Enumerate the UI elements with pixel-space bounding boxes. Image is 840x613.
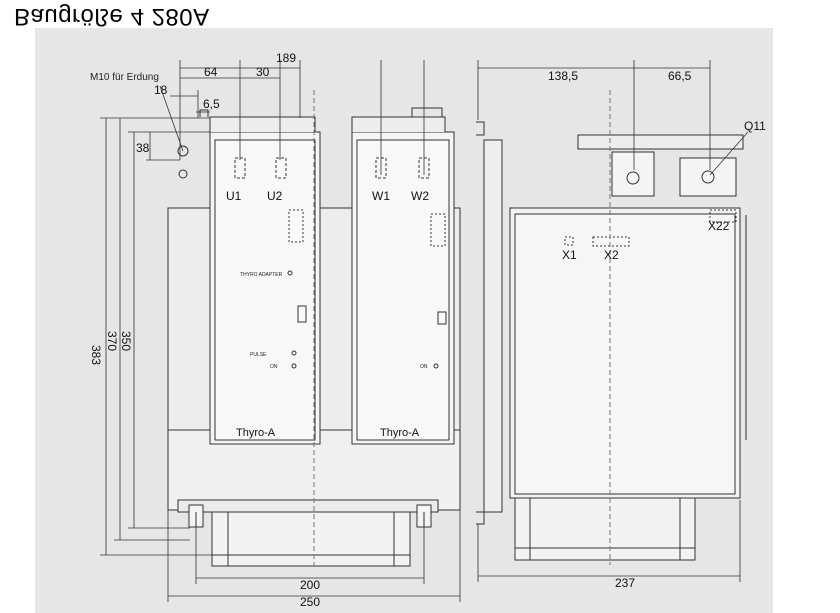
dim-383: 383 — [89, 345, 103, 365]
left-module-inner — [214, 139, 316, 441]
ground-screw — [177, 145, 189, 157]
module-labels: U1 U2 W1 W2 X1 X2 X22 Q11 Thyro-A Thyro-… — [226, 119, 766, 439]
dimension-values: 189 64 30 18 6,5 38 383 370 350 200 250 … — [89, 51, 692, 609]
right-module-inner — [356, 139, 450, 441]
label-w2: W2 — [411, 189, 429, 203]
dim-38: 38 — [136, 141, 150, 155]
annotation-mounting-note: M10 für Erdung — [90, 72, 159, 83]
label-x22: X22 — [708, 219, 730, 233]
label-thyro-left: Thyro-A — [236, 427, 276, 439]
side-body-inner — [514, 213, 736, 495]
annotation-small-1: THYRO ADAPTER — [240, 272, 283, 278]
side-back-plate — [483, 139, 503, 513]
dim-189: 189 — [276, 51, 296, 65]
side-view — [476, 90, 747, 565]
label-q11: Q11 — [744, 119, 766, 133]
dim-250: 250 — [300, 595, 320, 609]
dim-6-5: 6,5 — [203, 97, 220, 111]
front-base-flange — [211, 511, 411, 567]
label-x2: X2 — [604, 248, 619, 262]
dim-350: 350 — [119, 331, 133, 351]
dim-30: 30 — [256, 65, 270, 79]
annotation-small-2: PULSE — [250, 352, 267, 358]
dim-18: 18 — [154, 83, 168, 97]
label-thyro-right: Thyro-A — [380, 427, 420, 439]
side-terminal-block-right — [679, 157, 737, 197]
side-heatsink — [514, 497, 696, 561]
label-u2: U2 — [267, 189, 283, 203]
dim-138-5: 138,5 — [548, 69, 578, 83]
small-annotations: M10 für Erdung THYRO ADAPTER PULSE ON ON — [90, 72, 428, 370]
annotation-small-4: ON — [420, 364, 428, 370]
front-dimension-lines — [100, 60, 461, 602]
side-terminal-block-left — [611, 151, 655, 197]
front-view — [167, 90, 461, 567]
label-w1: W1 — [372, 189, 390, 203]
label-x1: X1 — [562, 248, 577, 262]
annotation-small-3: ON — [270, 364, 278, 370]
dim-370: 370 — [105, 331, 119, 351]
dim-200: 200 — [300, 578, 320, 592]
dim-237: 237 — [615, 576, 635, 590]
dim-64: 64 — [204, 65, 218, 79]
side-top-bracket — [577, 134, 744, 150]
dim-66-5: 66,5 — [668, 69, 692, 83]
front-mounting-plate — [177, 499, 439, 513]
side-dimension-lines — [477, 60, 749, 582]
label-u1: U1 — [226, 189, 242, 203]
